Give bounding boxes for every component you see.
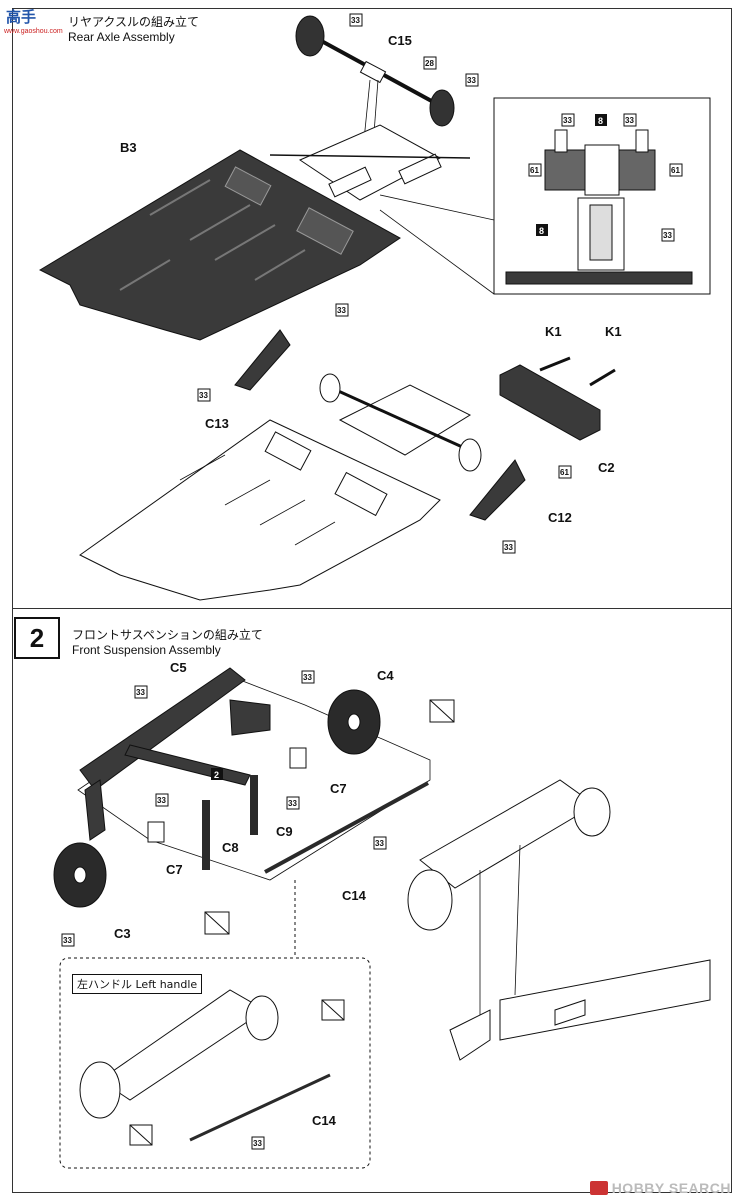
part-number-tags-step2: 33 33 33 33 2 33 33 33 [61,670,387,1150]
left-handle-assembly [79,989,279,1119]
label-c2: C2 [598,460,615,475]
tag-33: 33 [663,231,672,240]
part-c8-rod [202,800,210,870]
tag-33: 33 [504,543,513,552]
part-c5-crossmember [79,667,271,841]
label-c15: C15 [388,33,412,48]
label-c9: C9 [276,824,293,839]
tag-33: 33 [467,76,476,85]
step2-number-box: 2 [14,617,60,659]
tag-8: 8 [539,226,544,236]
tag-33: 33 [625,116,634,125]
part-c2-bracket [499,364,601,441]
label-c4: C4 [377,668,394,683]
label-c8: C8 [222,840,239,855]
watermark: HOBBY SEARCH [589,1180,731,1196]
tag-33: 33 [351,16,360,25]
tag-2: 2 [214,770,219,780]
step1-title-jp: リヤアクスルの組み立て [68,15,200,29]
tag-33: 33 [288,799,297,808]
label-c14: C14 [342,888,367,903]
left-handle-label: 左ハンドル Left handle [72,974,203,994]
step1-title-en: Rear Axle Assembly [68,30,175,44]
detail-gear-housing [505,129,693,285]
label-k1-left: K1 [545,324,562,339]
label-c7-lower: C7 [166,862,183,877]
tag-33: 33 [337,306,346,315]
hobby-search-logo-icon [589,1181,608,1195]
tag-33: 33 [63,936,72,945]
label-b3: B3 [120,140,137,155]
detail-inset-box [493,97,711,295]
part-c9-rod [250,775,258,835]
label-c13: C13 [205,416,229,431]
part-c14-tie-rod-inset [189,1073,331,1142]
step2-number: 2 [29,622,45,653]
part-number-tags-step1: 33 28 33 33 33 33 61 33 8 33 61 61 8 33 [197,13,683,554]
step-divider [12,608,732,609]
site-logo-url: www.gaoshou.com [4,28,63,35]
tag-61: 61 [530,166,539,175]
front-frame-outline [77,679,431,881]
gearbox-top [269,124,471,201]
tag-33: 33 [563,116,572,125]
tag-61: 61 [560,468,569,477]
tag-28: 28 [425,59,434,68]
part-c14-tie-rod [264,781,429,874]
part-c13-arm [234,329,291,391]
watermark-text: HOBBY SEARCH [611,1180,731,1196]
page-frame [12,8,732,1193]
tag-33: 33 [199,391,208,400]
part-c7-upper [289,747,307,769]
tag-33: 33 [136,688,145,697]
label-c3: C3 [114,926,131,941]
rear-axle-top [295,15,455,161]
part-c7-lower [147,821,165,843]
label-c7-upper: C7 [330,781,347,796]
site-logo-main: 高手 [6,8,37,26]
step2-title-en: Front Suspension Assembly [72,643,221,657]
part-c12-arm [469,459,526,521]
gearbox-lower [319,373,482,472]
tag-33: 33 [375,839,384,848]
tag-8: 8 [598,116,603,126]
label-c14-inset: C14 [312,1113,337,1128]
step2-title-jp: フロントサスペンションの組み立て [72,628,263,642]
left-handle-inset-box [59,957,371,1169]
tag-33: 33 [157,796,166,805]
tag-61: 61 [671,166,680,175]
no-glue-icon [129,699,455,1146]
site-logo: 高手 www.gaoshou.com [0,6,63,42]
front-assembly-right [407,779,711,1061]
label-c5: C5 [170,660,187,675]
label-c12: C12 [548,510,572,525]
chassis-plate-outline [79,419,441,601]
label-k1-right: K1 [605,324,622,339]
tag-33: 33 [253,1139,262,1148]
tag-33: 33 [303,673,312,682]
chassis-plate-b3 [38,149,401,341]
